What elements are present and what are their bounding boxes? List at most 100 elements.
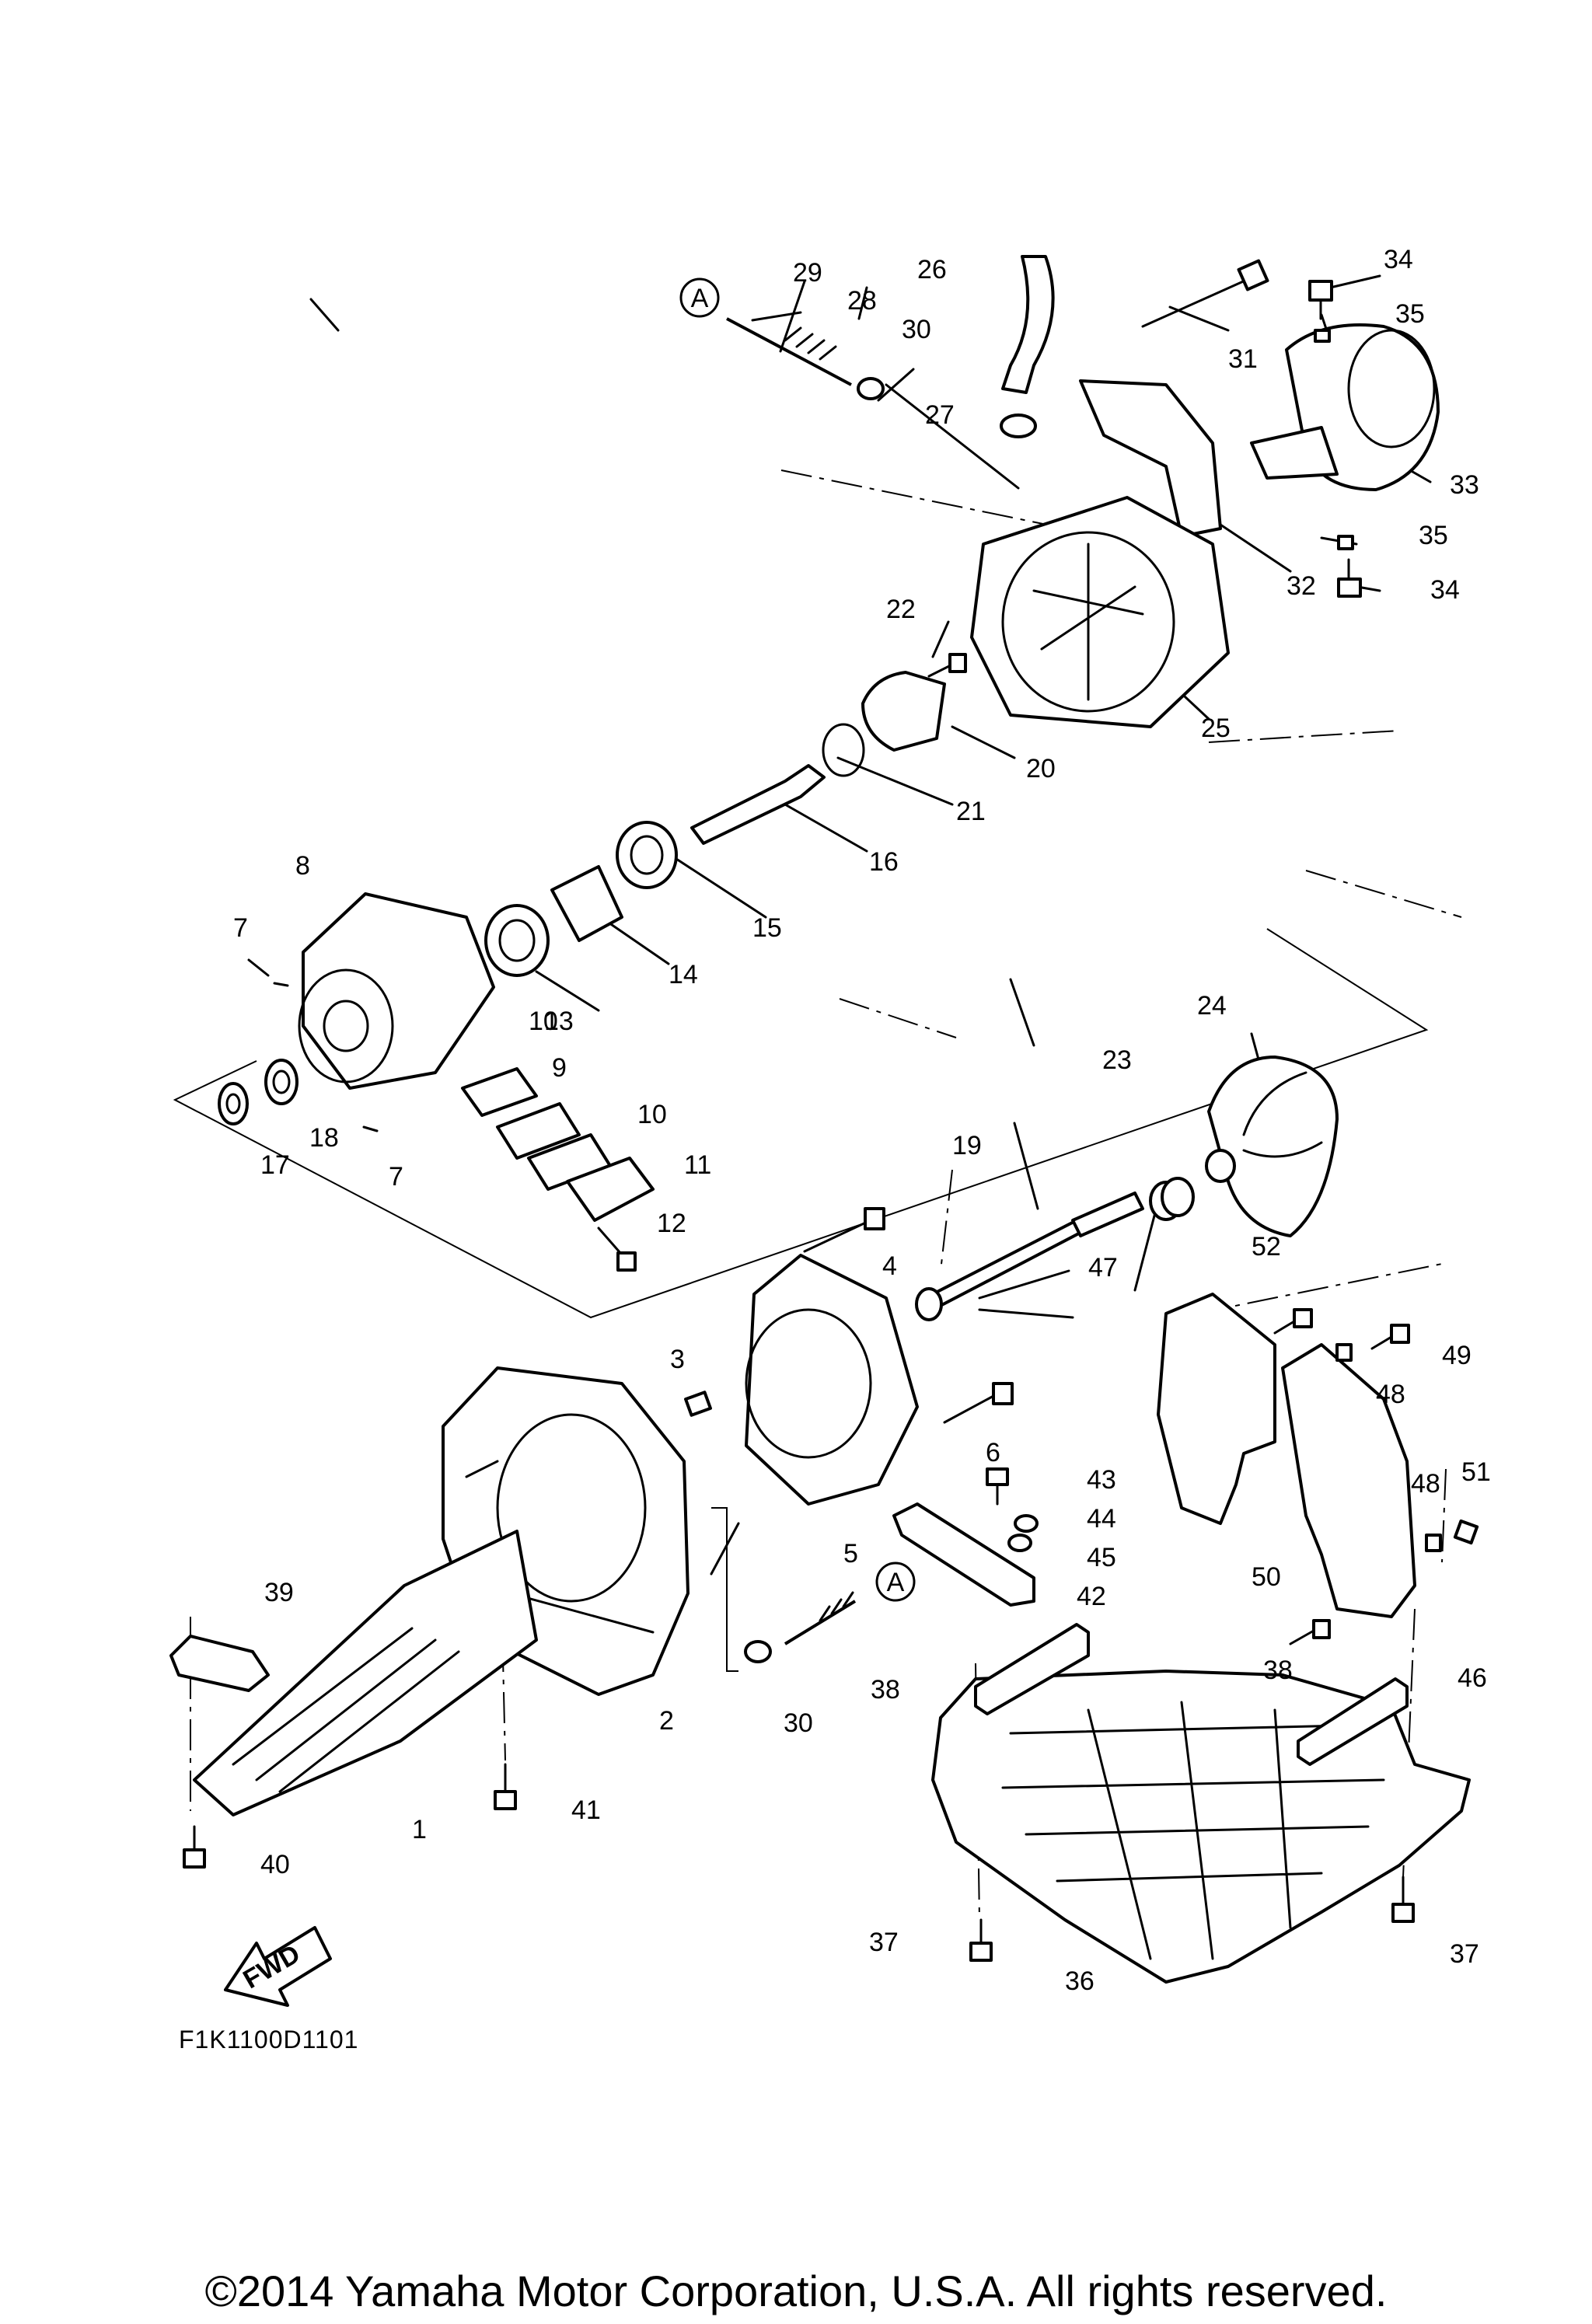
part-52-bolt xyxy=(1273,1308,1313,1335)
figure-code: F1K1100D1101 xyxy=(179,2026,358,2054)
callout-51: 51 xyxy=(1461,1457,1491,1487)
part-43-bolt xyxy=(986,1467,1009,1506)
callout-43: 43 xyxy=(1087,1465,1116,1495)
callout-1: 1 xyxy=(412,1815,427,1844)
part-44-washer xyxy=(1014,1514,1039,1533)
callout-23: 23 xyxy=(1102,1045,1132,1075)
part-8-housing xyxy=(298,892,495,1090)
callout-52: 52 xyxy=(1252,1232,1281,1261)
callout-31: 31 xyxy=(1228,344,1258,374)
part-11-cover xyxy=(566,1157,655,1222)
part-12-bolt xyxy=(597,1227,637,1272)
part-38-pad-right xyxy=(1297,1677,1409,1766)
callout-24: 24 xyxy=(1197,991,1227,1021)
callout-16: 16 xyxy=(869,847,899,877)
part-37-bolt-left xyxy=(969,1918,993,1962)
fwd-arrow-icon: FWD xyxy=(224,1926,332,2007)
callout-37a: 37 xyxy=(869,1928,899,1957)
callout-49: 49 xyxy=(1442,1341,1472,1370)
callout-20: 20 xyxy=(1026,754,1056,783)
callout-44: 44 xyxy=(1087,1504,1116,1534)
callout-27: 27 xyxy=(925,400,955,430)
svg-text:A: A xyxy=(691,284,709,313)
callout-47: 47 xyxy=(1088,1253,1118,1282)
callout-30a: 30 xyxy=(902,315,931,344)
copyright-notice: ©2014 Yamaha Motor Corporation, U.S.A. A… xyxy=(204,2266,1388,2315)
part-30-clamp xyxy=(857,377,885,400)
part-39-pad xyxy=(169,1635,270,1692)
part-49-bolt xyxy=(1370,1324,1410,1350)
part-38-pad-left xyxy=(974,1623,1090,1715)
part-30-clamp-bottom xyxy=(744,1640,772,1663)
part-48-collar-top xyxy=(1335,1343,1353,1362)
part-34-bolt-bottom xyxy=(1337,558,1362,598)
part-33-nozzle xyxy=(1250,323,1440,491)
callout-25: 25 xyxy=(1201,714,1231,743)
part-37-bolt-right xyxy=(1391,1876,1415,1923)
part-5-housing xyxy=(745,1254,919,1506)
callout-33: 33 xyxy=(1450,470,1479,500)
callout-2: 2 xyxy=(659,1706,674,1736)
connector-bracket xyxy=(711,1507,738,1672)
callout-38b: 38 xyxy=(1263,1656,1293,1685)
part-6-bolt xyxy=(943,1382,1014,1424)
callout-45: 45 xyxy=(1087,1543,1116,1572)
part-10-gasket-top xyxy=(461,1067,538,1117)
callout-4: 4 xyxy=(882,1251,897,1281)
callout-38a: 38 xyxy=(871,1675,900,1705)
part-47-plate xyxy=(1157,1293,1276,1525)
callout-15: 15 xyxy=(752,913,782,943)
ref-marker-a-top: A xyxy=(679,277,720,318)
callout-21: 21 xyxy=(956,797,986,826)
part-45-washer xyxy=(1007,1534,1032,1552)
callout-10a: 10 xyxy=(529,1007,558,1036)
callout-30b: 30 xyxy=(784,1708,813,1738)
callout-35b: 35 xyxy=(1419,521,1448,550)
callout-28: 28 xyxy=(847,286,877,316)
callout-40: 40 xyxy=(260,1850,290,1879)
callout-5: 5 xyxy=(843,1539,858,1569)
part-22-bolt xyxy=(927,653,967,678)
part-34-bolt-top xyxy=(1308,280,1333,320)
part-13-bearing xyxy=(484,904,550,977)
callout-46: 46 xyxy=(1458,1663,1487,1693)
callout-32: 32 xyxy=(1287,571,1316,601)
part-40-bolt xyxy=(183,1825,206,1869)
callout-22: 22 xyxy=(886,595,916,624)
part-20-cap xyxy=(861,671,946,752)
callout-6: 6 xyxy=(986,1438,1000,1467)
callout-7b: 7 xyxy=(389,1162,403,1192)
part-17-seal xyxy=(218,1082,249,1125)
callout-50: 50 xyxy=(1252,1562,1281,1592)
part-32-bracket xyxy=(1079,379,1222,538)
part-41-bolt xyxy=(494,1763,517,1810)
part-16-shaft xyxy=(690,764,826,845)
callout-13: 13 xyxy=(544,1007,574,1036)
callout-11: 11 xyxy=(684,1150,711,1180)
part-1-intake-grate xyxy=(193,1530,538,1816)
callout-36: 36 xyxy=(1065,1966,1094,1996)
part-46-plate xyxy=(1281,1343,1416,1618)
callout-9: 9 xyxy=(552,1053,567,1083)
svg-text:A: A xyxy=(887,1568,905,1597)
callout-48a: 48 xyxy=(1376,1380,1405,1409)
sub-assembly-frame xyxy=(173,928,1429,1319)
callout-3: 3 xyxy=(670,1345,685,1374)
callout-17: 17 xyxy=(260,1150,290,1180)
callout-8: 8 xyxy=(295,851,310,881)
part-9-cover-plate xyxy=(496,1102,581,1160)
part-14-sleeve xyxy=(550,865,623,942)
part-cable-end xyxy=(784,1591,857,1645)
callout-48b: 48 xyxy=(1411,1469,1440,1499)
part-7-pin-bottom xyxy=(362,1125,379,1132)
callout-numbers: 1 2 3 4 5 6 7 7 8 9 10 10 11 12 13 14 15… xyxy=(233,245,1491,1996)
part-48-collar-bottom xyxy=(1425,1534,1442,1552)
callout-26: 26 xyxy=(917,255,947,284)
part-29-cable xyxy=(726,317,852,386)
callout-37b: 37 xyxy=(1450,1939,1479,1969)
ref-marker-a-bottom: A xyxy=(875,1562,916,1602)
part-21-o-ring xyxy=(822,723,865,777)
part-50-bolt xyxy=(1289,1619,1331,1645)
callout-34b: 34 xyxy=(1430,575,1460,605)
